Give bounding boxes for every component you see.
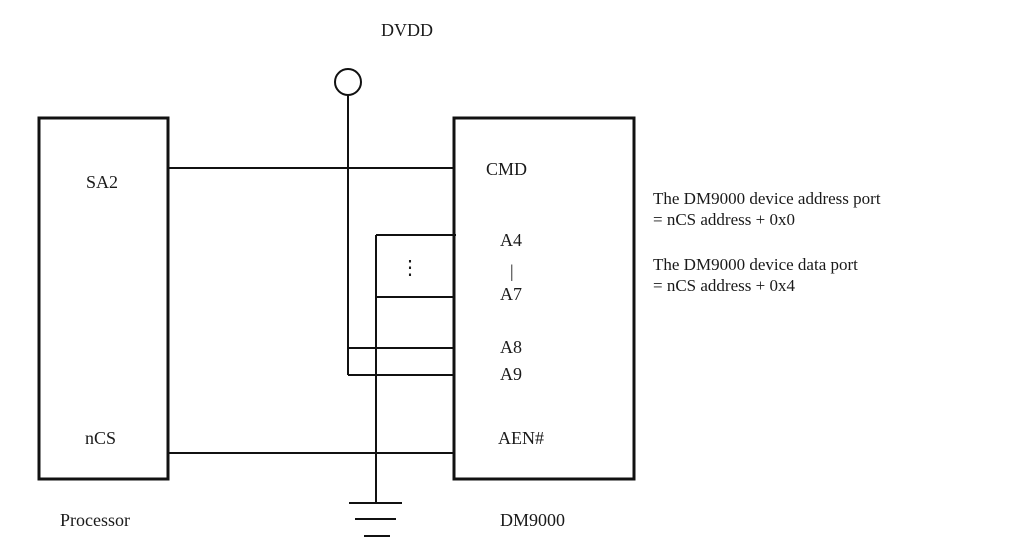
pin-sa2-label: SA2 bbox=[86, 172, 119, 192]
dvdd-supply-icon bbox=[334, 68, 362, 96]
pin-a7-label: A7 bbox=[500, 284, 522, 304]
processor-block bbox=[37, 116, 170, 481]
dm9000-label: DM9000 bbox=[500, 510, 566, 530]
dvdd-label: DVDD bbox=[381, 20, 433, 40]
pin-cmd-label: CMD bbox=[486, 159, 528, 179]
data-port-note-line1: The DM9000 device data port bbox=[653, 255, 858, 274]
pin-ncs-label: nCS bbox=[85, 428, 117, 448]
processor-label: Processor bbox=[60, 510, 130, 530]
pin-aen-label: AEN# bbox=[498, 428, 544, 448]
dm9000-block bbox=[452, 116, 636, 481]
pin-a8-label: A8 bbox=[500, 337, 522, 357]
address-port-note-line1: The DM9000 device address port bbox=[653, 189, 881, 208]
address-port-note-line2: = nCS address + 0x0 bbox=[653, 210, 795, 229]
ellipsis-icon: ⋮ bbox=[400, 257, 420, 279]
data-port-note-line2: = nCS address + 0x4 bbox=[653, 276, 795, 295]
pin-a4-label: A4 bbox=[500, 230, 522, 250]
pin-range-bar: | bbox=[510, 261, 514, 281]
ground-icon bbox=[349, 502, 402, 537]
pin-a9-label: A9 bbox=[500, 364, 522, 384]
